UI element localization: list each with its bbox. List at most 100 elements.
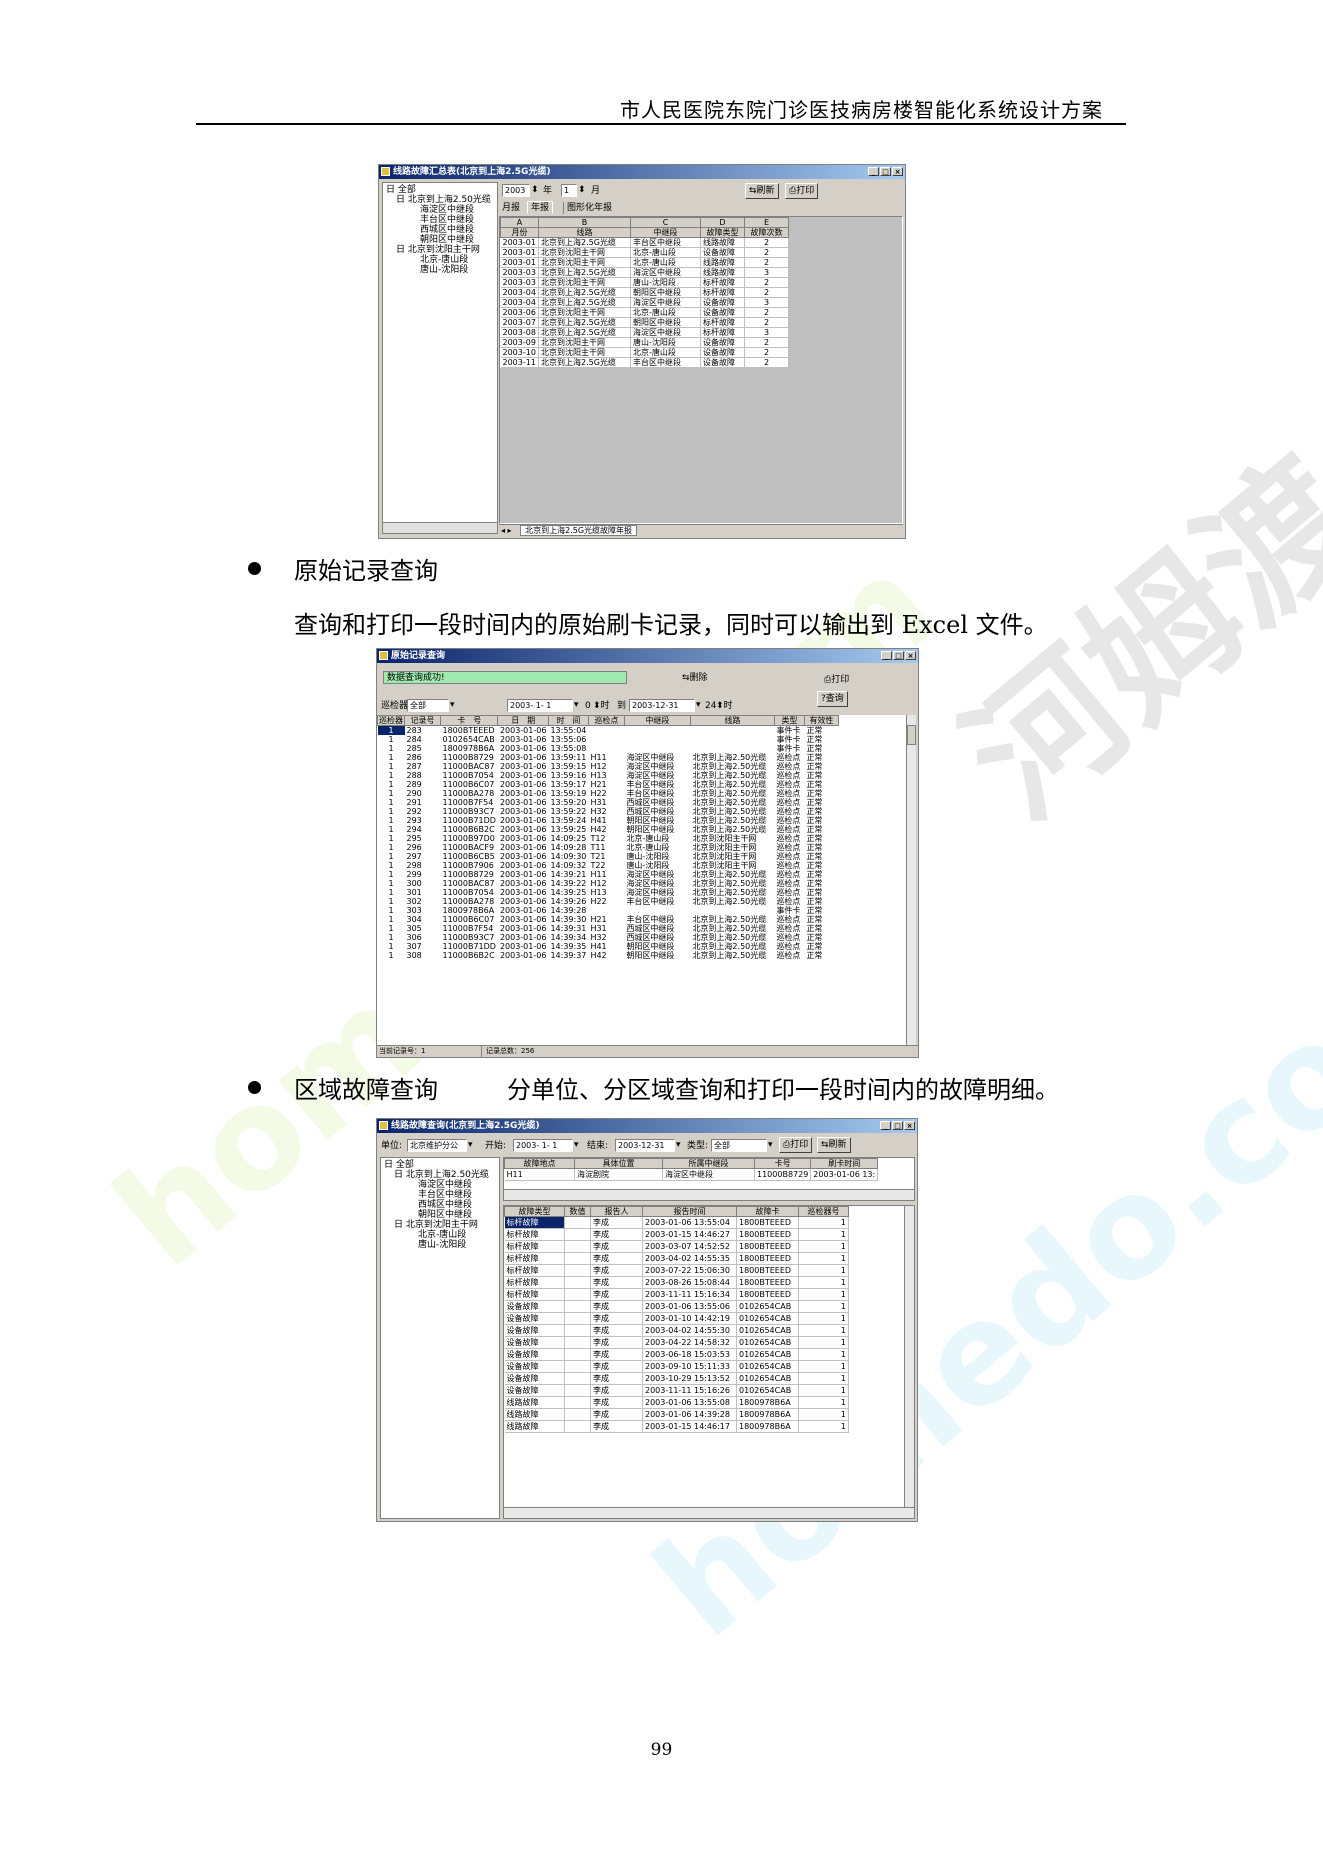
- table-cell[interactable]: 丰台区中继段: [630, 237, 701, 248]
- table-cell[interactable]: 1: [388, 879, 394, 888]
- table-cell[interactable]: 308: [406, 951, 422, 960]
- table-cell[interactable]: H31: [590, 924, 607, 933]
- table-cell[interactable]: 14:39:22: [550, 879, 587, 888]
- table-cell[interactable]: 11000BA278: [442, 789, 495, 798]
- table-cell[interactable]: 2003-10-29 15:13:52: [642, 1372, 737, 1385]
- table-cell[interactable]: 朝阳区中继段: [626, 951, 675, 960]
- table-cell[interactable]: 正常: [806, 798, 823, 807]
- table-cell[interactable]: [624, 744, 690, 753]
- table-cell[interactable]: 正常: [806, 843, 823, 852]
- table-cell[interactable]: 1: [798, 1264, 849, 1277]
- table-cell[interactable]: 11000B93C7: [442, 933, 495, 942]
- table-cell[interactable]: 巡检点: [776, 798, 801, 807]
- table-cell[interactable]: 11000B6CB5: [442, 852, 495, 861]
- table-cell[interactable]: 西城区中继段: [626, 933, 675, 942]
- table-cell[interactable]: 2003-01-15 14:46:27: [642, 1228, 737, 1241]
- table-cell[interactable]: 北京到上海2.50光缆: [692, 888, 767, 897]
- table-cell[interactable]: 1: [388, 897, 394, 906]
- table-cell[interactable]: T21: [590, 852, 606, 861]
- table-cell[interactable]: 北京到上海2.50光缆: [692, 942, 767, 951]
- inspector-select[interactable]: 全部: [407, 699, 449, 712]
- column-header[interactable]: 时 间: [547, 715, 589, 726]
- table-cell[interactable]: 唐山-沈阳段: [626, 852, 670, 861]
- table-cell[interactable]: 正常: [806, 753, 823, 762]
- table-cell[interactable]: [564, 1348, 591, 1361]
- spin-icon[interactable]: ⬍: [578, 185, 586, 195]
- table-cell[interactable]: [564, 1264, 591, 1277]
- table-cell[interactable]: 1: [388, 753, 394, 762]
- dropdown-icon[interactable]: ▾: [574, 1140, 579, 1150]
- table-cell[interactable]: 海淀区中继段: [662, 1168, 755, 1181]
- column-header[interactable]: 数值: [564, 1206, 591, 1217]
- horizontal-scrollbar[interactable]: [504, 1189, 914, 1200]
- hour-from-value[interactable]: 0: [585, 701, 591, 711]
- table-cell[interactable]: 巡检点: [776, 942, 801, 951]
- table-cell[interactable]: 1800BTEEED: [736, 1276, 799, 1289]
- table-cell[interactable]: 2003-01-06 13:55:06: [642, 1300, 737, 1313]
- table-cell[interactable]: 2003-01-06: [499, 753, 547, 762]
- table-cell[interactable]: 标杆故障: [504, 1252, 565, 1265]
- table-cell[interactable]: 1: [798, 1276, 849, 1289]
- spin-icon[interactable]: ⬍: [716, 701, 724, 711]
- table-cell[interactable]: 1800BTEEED: [736, 1216, 799, 1229]
- tab-graphical[interactable]: 图形化年报: [563, 202, 612, 214]
- table-cell[interactable]: 286: [406, 753, 422, 762]
- table-cell[interactable]: [624, 735, 690, 744]
- table-cell[interactable]: 李成: [590, 1396, 643, 1409]
- table-cell[interactable]: 正常: [806, 861, 823, 870]
- table-cell[interactable]: [564, 1408, 591, 1421]
- unit-select[interactable]: 北京维护分公: [407, 1139, 467, 1152]
- table-cell[interactable]: 标杆故障: [700, 327, 745, 338]
- table-cell[interactable]: 1: [377, 725, 405, 735]
- table-cell[interactable]: 线路故障: [700, 267, 745, 278]
- minimize-icon[interactable]: _: [880, 1121, 891, 1130]
- type-select[interactable]: 全部: [711, 1139, 767, 1152]
- table-cell[interactable]: 巡检点: [776, 852, 801, 861]
- table-cell[interactable]: 2003-04-22 14:58:32: [642, 1336, 737, 1349]
- sheet-tab[interactable]: 北京到上海2.5G光缆故障年报: [520, 525, 638, 536]
- table-cell[interactable]: 李成: [590, 1228, 643, 1241]
- table-cell[interactable]: 1: [388, 807, 394, 816]
- dropdown-icon[interactable]: ▾: [468, 1140, 473, 1150]
- table-cell[interactable]: 海淀区中继段: [630, 267, 701, 278]
- table-cell[interactable]: 11000B7F54: [442, 798, 494, 807]
- table-cell[interactable]: 北京到沈阳主干网: [692, 861, 757, 870]
- table-cell[interactable]: 11000B6C07: [442, 780, 495, 789]
- table-cell[interactable]: H21: [590, 780, 607, 789]
- table-cell[interactable]: 2003-07-22 15:06:30: [642, 1264, 737, 1277]
- table-cell[interactable]: 3: [744, 327, 789, 338]
- table-cell[interactable]: 北京到上海2.50光缆: [692, 924, 767, 933]
- table-cell[interactable]: 李成: [590, 1264, 643, 1277]
- table-cell[interactable]: 2003-01-06: [499, 726, 547, 735]
- table-cell[interactable]: 298: [406, 861, 422, 870]
- table-cell[interactable]: 1800978B6A: [736, 1408, 799, 1421]
- refresh-button[interactable]: ⇆刷新: [745, 183, 779, 199]
- table-cell[interactable]: 2003-01-06: [499, 780, 547, 789]
- table-cell[interactable]: H22: [590, 789, 607, 798]
- tree-node[interactable]: 日 北京到沈阳主干网: [396, 245, 480, 255]
- table-cell[interactable]: 1: [798, 1252, 849, 1265]
- column-letter[interactable]: C: [630, 217, 701, 228]
- table-cell[interactable]: 1: [798, 1360, 849, 1373]
- table-cell[interactable]: 1: [388, 798, 394, 807]
- table-cell[interactable]: 朝阳区中继段: [630, 317, 701, 328]
- table-cell[interactable]: 11000BAC87: [442, 879, 495, 888]
- table-cell[interactable]: 13:59:22: [550, 807, 587, 816]
- table-cell[interactable]: H41: [590, 816, 607, 825]
- table-cell[interactable]: 1: [388, 780, 394, 789]
- end-date-input[interactable]: 2003-12-31: [615, 1139, 675, 1152]
- table-cell[interactable]: 3: [744, 267, 789, 278]
- table-cell[interactable]: 朝阳区中继段: [626, 816, 675, 825]
- table-cell[interactable]: 303: [406, 906, 422, 915]
- table-cell[interactable]: 14:39:34: [550, 933, 587, 942]
- table-cell[interactable]: 0102654CAB: [736, 1312, 799, 1325]
